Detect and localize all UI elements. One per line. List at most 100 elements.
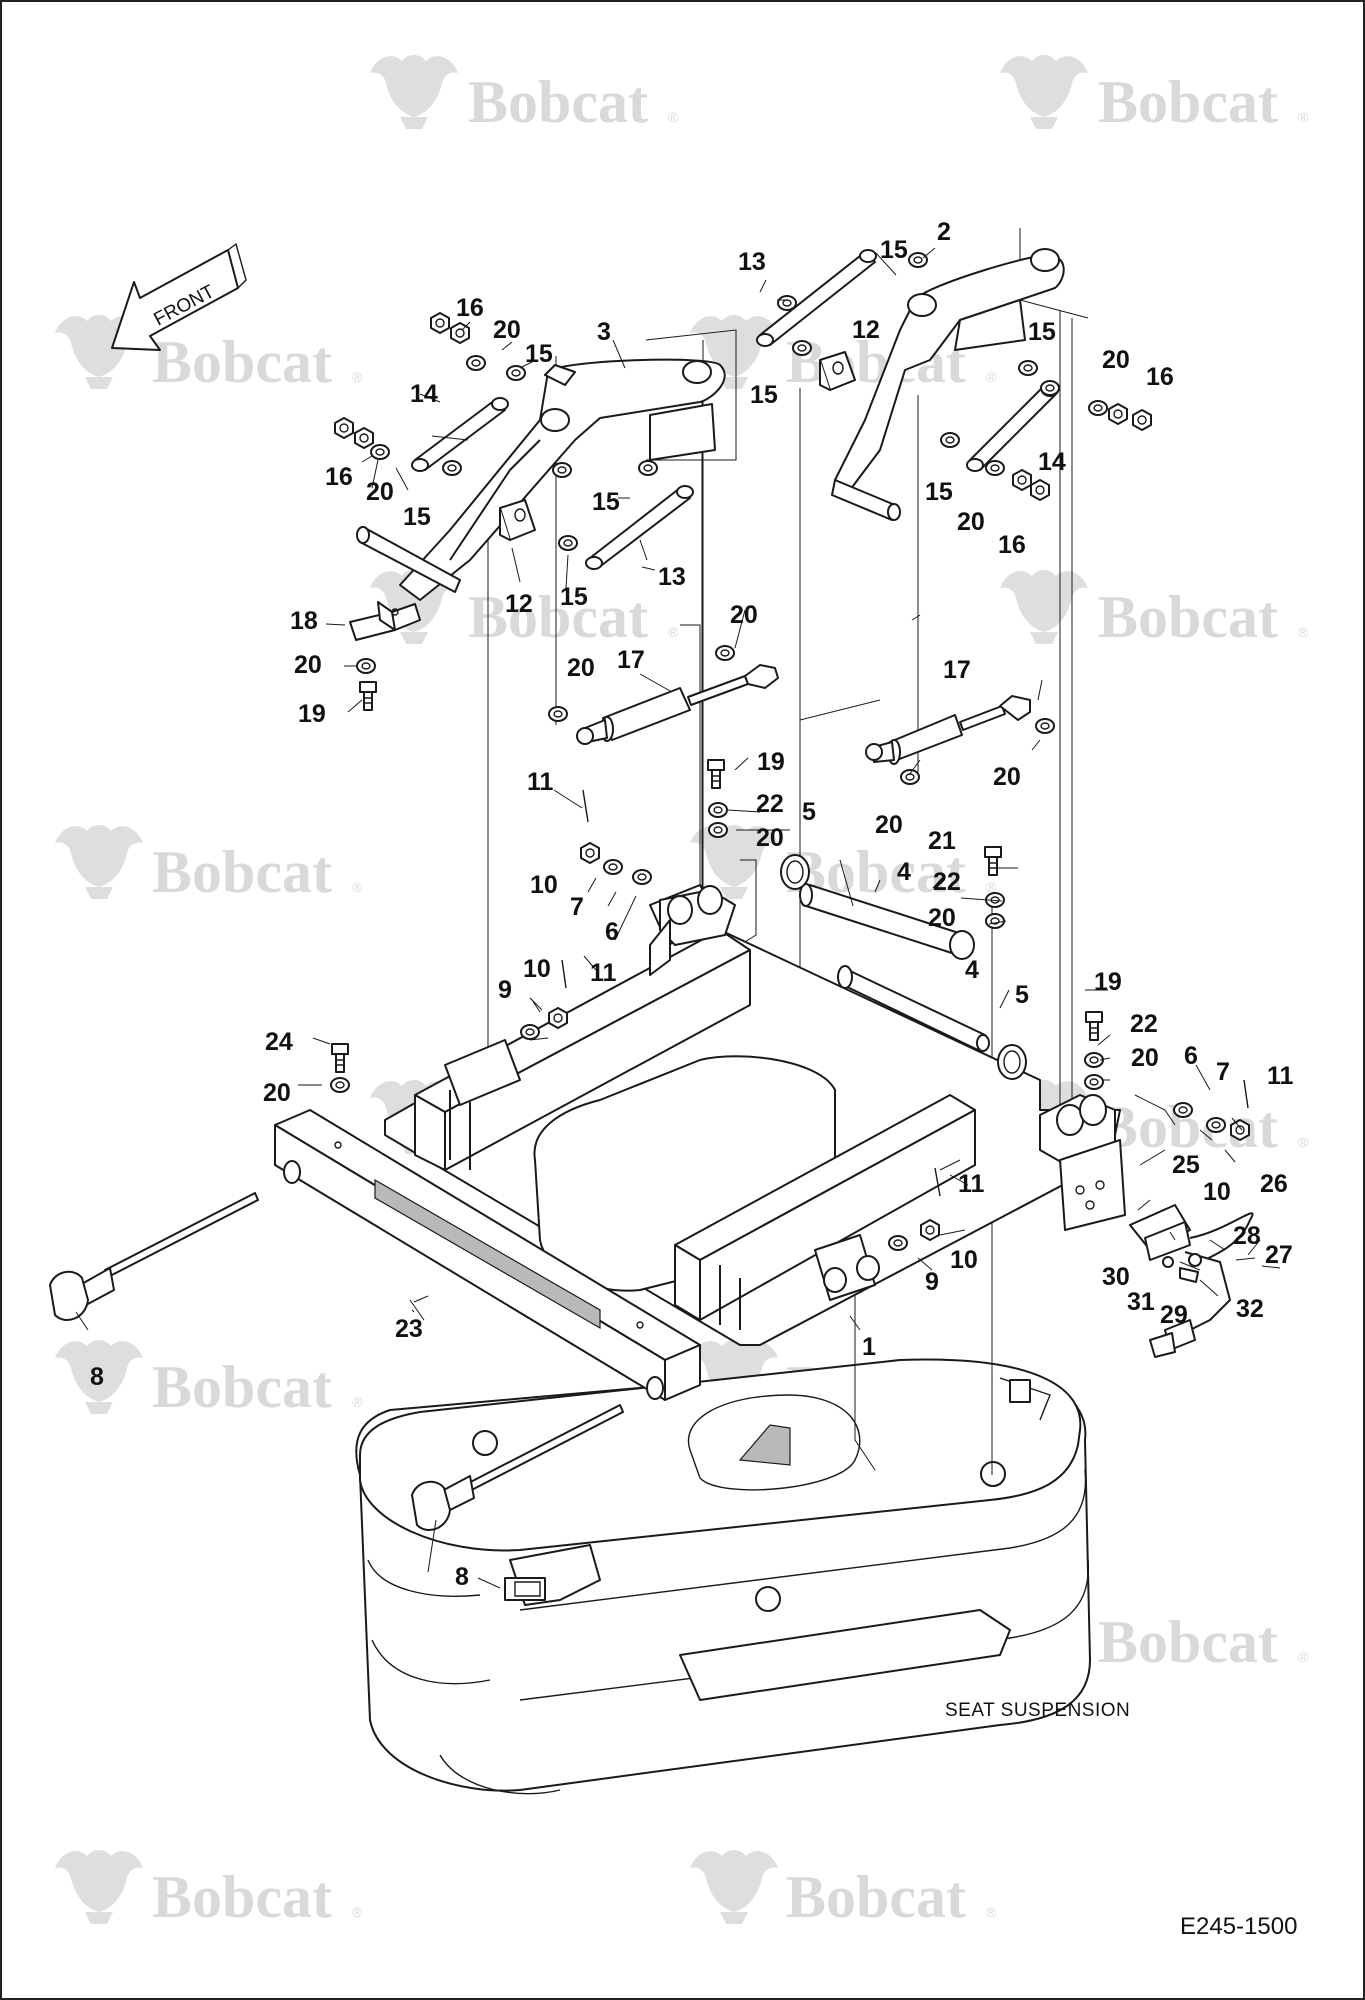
callout-label: 25 — [1172, 1151, 1200, 1179]
adjuster-knob-right — [411, 1404, 624, 1531]
svg-text:Bobcat: Bobcat — [152, 1354, 332, 1420]
watermark-trademark: ® — [986, 1904, 997, 1920]
callout-label: 16 — [998, 531, 1026, 559]
callout-label: 15 — [525, 340, 553, 368]
svg-text:Bobcat: Bobcat — [152, 329, 332, 395]
callout-label: 20 — [928, 904, 956, 932]
callout-label: 19 — [757, 748, 785, 776]
callout-label: 13 — [658, 563, 686, 591]
callout-label: 12 — [852, 316, 880, 344]
seat-switch-harness — [1129, 1204, 1254, 1358]
callout-label: 26 — [1260, 1170, 1288, 1198]
callout-label: 6 — [1184, 1042, 1198, 1070]
callout-label: 17 — [943, 656, 971, 684]
callout-labels: 1 2 3 4 4 5 5 6 6 7 7 8 8 9 9 10 10 10 1… — [90, 218, 1294, 1591]
callout-label: 3 — [597, 318, 611, 346]
callout-label: 20 — [294, 651, 322, 679]
callout-label: 11 — [1267, 1062, 1294, 1090]
callout-label: 29 — [1160, 1301, 1188, 1329]
callout-label: 31 — [1127, 1288, 1155, 1316]
callout-label: 1 — [862, 1333, 876, 1361]
svg-text:Bobcat: Bobcat — [468, 69, 648, 135]
watermark-trademark: ® — [986, 879, 997, 895]
callout-label: 7 — [1216, 1058, 1230, 1086]
callout-label: 4 — [897, 858, 911, 886]
watermark-text: Bobcat — [468, 584, 648, 650]
adjuster-knob-left — [49, 1192, 259, 1321]
watermark-trademark: ® — [352, 369, 363, 385]
callout-label: 9 — [925, 1268, 939, 1296]
watermark-text: Bobcat — [786, 1864, 966, 1930]
hardware — [330, 252, 1250, 1251]
callout-label: 8 — [455, 1563, 469, 1591]
callout-label: 7 — [570, 893, 584, 921]
callout-label: 8 — [90, 1363, 104, 1391]
leader-lines — [75, 247, 1281, 1589]
callout-label: 20 — [875, 811, 903, 839]
callout-label: 15 — [560, 583, 588, 611]
callout-label: 13 — [738, 248, 766, 276]
watermark-text: Bobcat — [152, 839, 332, 905]
callout-label: 6 — [605, 918, 619, 946]
callout-label: 20 — [493, 316, 521, 344]
watermark-text: Bobcat — [468, 69, 648, 135]
callout-label: 9 — [498, 976, 512, 1004]
callout-label: 5 — [802, 798, 816, 826]
callout-label: 17 — [617, 646, 645, 674]
watermark-text: Bobcat — [152, 1864, 332, 1930]
callout-label: 20 — [993, 763, 1021, 791]
scissor-arm-left — [356, 358, 726, 601]
callout-label: 16 — [456, 294, 484, 322]
callout-label: 22 — [933, 868, 961, 896]
callout-label: 12 — [505, 590, 533, 618]
scissor-arm-right — [831, 248, 1065, 521]
watermark-trademark: ® — [668, 624, 679, 640]
callout-label: 20 — [567, 654, 595, 682]
callout-label: 16 — [1146, 363, 1174, 391]
watermark-trademark: ® — [1298, 1134, 1309, 1150]
callout-label: 20 — [730, 601, 758, 629]
gas-spring-right — [865, 695, 1031, 765]
watermark-trademark: ® — [986, 369, 997, 385]
svg-text:Bobcat: Bobcat — [468, 584, 648, 650]
callout-label: 21 — [928, 827, 956, 855]
callout-label: 32 — [1236, 1295, 1264, 1323]
callout-label: 10 — [523, 955, 551, 983]
callout-label: 28 — [1233, 1222, 1261, 1250]
watermark-text: Bobcat — [1098, 1609, 1278, 1675]
callout-label: 10 — [1203, 1178, 1231, 1206]
svg-text:Bobcat: Bobcat — [152, 839, 332, 905]
callout-label: 19 — [1094, 968, 1122, 996]
watermark-trademark: ® — [1298, 109, 1309, 125]
callout-label: 20 — [756, 824, 784, 852]
svg-text:Bobcat: Bobcat — [152, 1864, 332, 1930]
callout-label: 11 — [527, 768, 554, 796]
svg-text:Bobcat: Bobcat — [786, 1864, 966, 1930]
callout-label: 11 — [958, 1170, 985, 1198]
watermark-trademark: ® — [1298, 624, 1309, 640]
gas-spring-left — [576, 664, 779, 745]
svg-text:Bobcat: Bobcat — [1098, 69, 1278, 135]
callout-label: 20 — [263, 1079, 291, 1107]
svg-text:Bobcat: Bobcat — [1098, 584, 1278, 650]
watermark-trademark: ® — [668, 109, 679, 125]
callout-label: 20 — [1102, 346, 1130, 374]
document-id: E245-1500 — [1180, 1913, 1298, 1940]
pivot-brackets — [499, 351, 856, 541]
callout-label: 10 — [530, 871, 558, 899]
watermark-trademark: ® — [352, 1904, 363, 1920]
watermark-trademark: ® — [1298, 1649, 1309, 1665]
callout-label: 4 — [965, 956, 979, 984]
callout-label: 22 — [756, 790, 784, 818]
callout-label: 15 — [1028, 318, 1056, 346]
callout-label: 20 — [366, 478, 394, 506]
callout-label: 14 — [410, 380, 438, 408]
callout-label: 19 — [298, 700, 326, 728]
base-frame — [384, 884, 1126, 1346]
slide-rail — [274, 1109, 701, 1401]
watermark-text: Bobcat — [152, 329, 332, 395]
diagram-caption: SEAT SUSPENSION — [945, 1700, 1131, 1721]
